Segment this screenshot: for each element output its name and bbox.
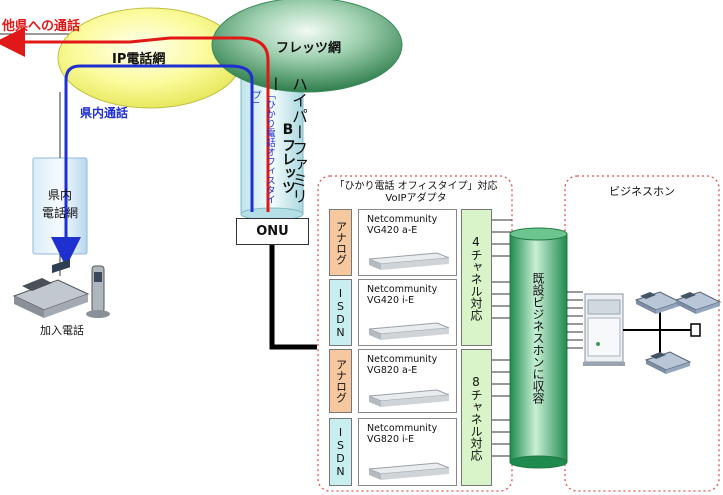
business-phone-title: ビジネスホン xyxy=(609,185,675,198)
bflets-label-line2: ハイパーファミリー xyxy=(265,76,308,204)
prefecture-call-label: 県内通話 xyxy=(80,106,129,120)
pbx-bar-label: 既設ビジネスホンに収容 xyxy=(531,272,545,404)
subscriber-phone-label: 加入電話 xyxy=(40,324,84,337)
device-name-line2: VG820 a-E xyxy=(367,365,418,376)
device-card: Netcommunity VG820 a-E xyxy=(358,349,457,413)
device-type-analog: アナログ xyxy=(329,349,352,413)
bflets-label-line1: Bフレッツ xyxy=(280,122,296,194)
business-phone-icon-3 xyxy=(644,351,692,374)
device-card: Netcommunity VG420 a-E xyxy=(358,209,457,276)
channel-8-box: 8チャネル対応 xyxy=(461,349,492,486)
device-name-line1: Netcommunity xyxy=(367,423,438,434)
subscriber-phone-icon xyxy=(12,259,110,318)
channel-8-label: 8チャネル対応 xyxy=(469,374,483,461)
device-name-line2: VG420 i-E xyxy=(367,295,415,306)
channel-4-label: 4チャネル対応 xyxy=(469,234,483,321)
onu-label: ONU xyxy=(256,224,289,239)
channel-4-box: 4チャネル対応 xyxy=(461,209,492,346)
flets-network-label: フレッツ網 xyxy=(276,41,342,56)
business-phone-icon-1 xyxy=(634,291,682,314)
ip-network-label: IP電話網 xyxy=(112,52,166,67)
outbound-call-label: 他県への通話 xyxy=(2,19,81,34)
device-name-line1: Netcommunity xyxy=(367,214,438,225)
adapter-device-icon xyxy=(368,252,450,270)
adapter-title-line2: VoIPアダプタ xyxy=(385,193,447,204)
onu-box: ONU xyxy=(236,218,309,245)
device-name: Netcommunity VG420 a-E xyxy=(367,214,437,236)
device-name: Netcommunity VG420 i-E xyxy=(367,284,437,306)
device-type-isdn: ISDN xyxy=(329,418,352,486)
adapter-title-line1: 「ひかり電話 オフィスタイプ」対応 xyxy=(334,181,498,192)
device-name-line1: Netcommunity xyxy=(367,354,438,365)
business-phone-icon-2 xyxy=(674,291,722,314)
adapter-group-title: 「ひかり電話 オフィスタイプ」対応 VoIPアダプタ xyxy=(328,181,504,205)
prefecture-network-label: 県内 電話網 xyxy=(41,188,78,220)
device-type-analog: アナログ xyxy=(329,209,352,276)
device-name-line2: VG420 a-E xyxy=(367,225,418,236)
device-name-line1: Netcommunity xyxy=(367,284,438,295)
device-type-isdn: ISDN xyxy=(329,279,352,346)
device-name: Netcommunity VG820 i-E xyxy=(367,423,437,445)
device-card: Netcommunity VG420 i-E xyxy=(358,279,457,346)
device-name-line2: VG820 i-E xyxy=(367,434,415,445)
adapter-device-icon xyxy=(368,389,450,407)
device-card: Netcommunity VG820 i-E xyxy=(358,418,457,486)
device-name: Netcommunity VG820 a-E xyxy=(367,354,437,376)
adapter-device-icon xyxy=(368,322,450,340)
hikari-office-small-label: 「ひかり電話オフィスタイプ」 xyxy=(250,90,275,204)
adapter-device-icon xyxy=(368,462,450,480)
pbx-cabinet-icon xyxy=(583,293,625,366)
